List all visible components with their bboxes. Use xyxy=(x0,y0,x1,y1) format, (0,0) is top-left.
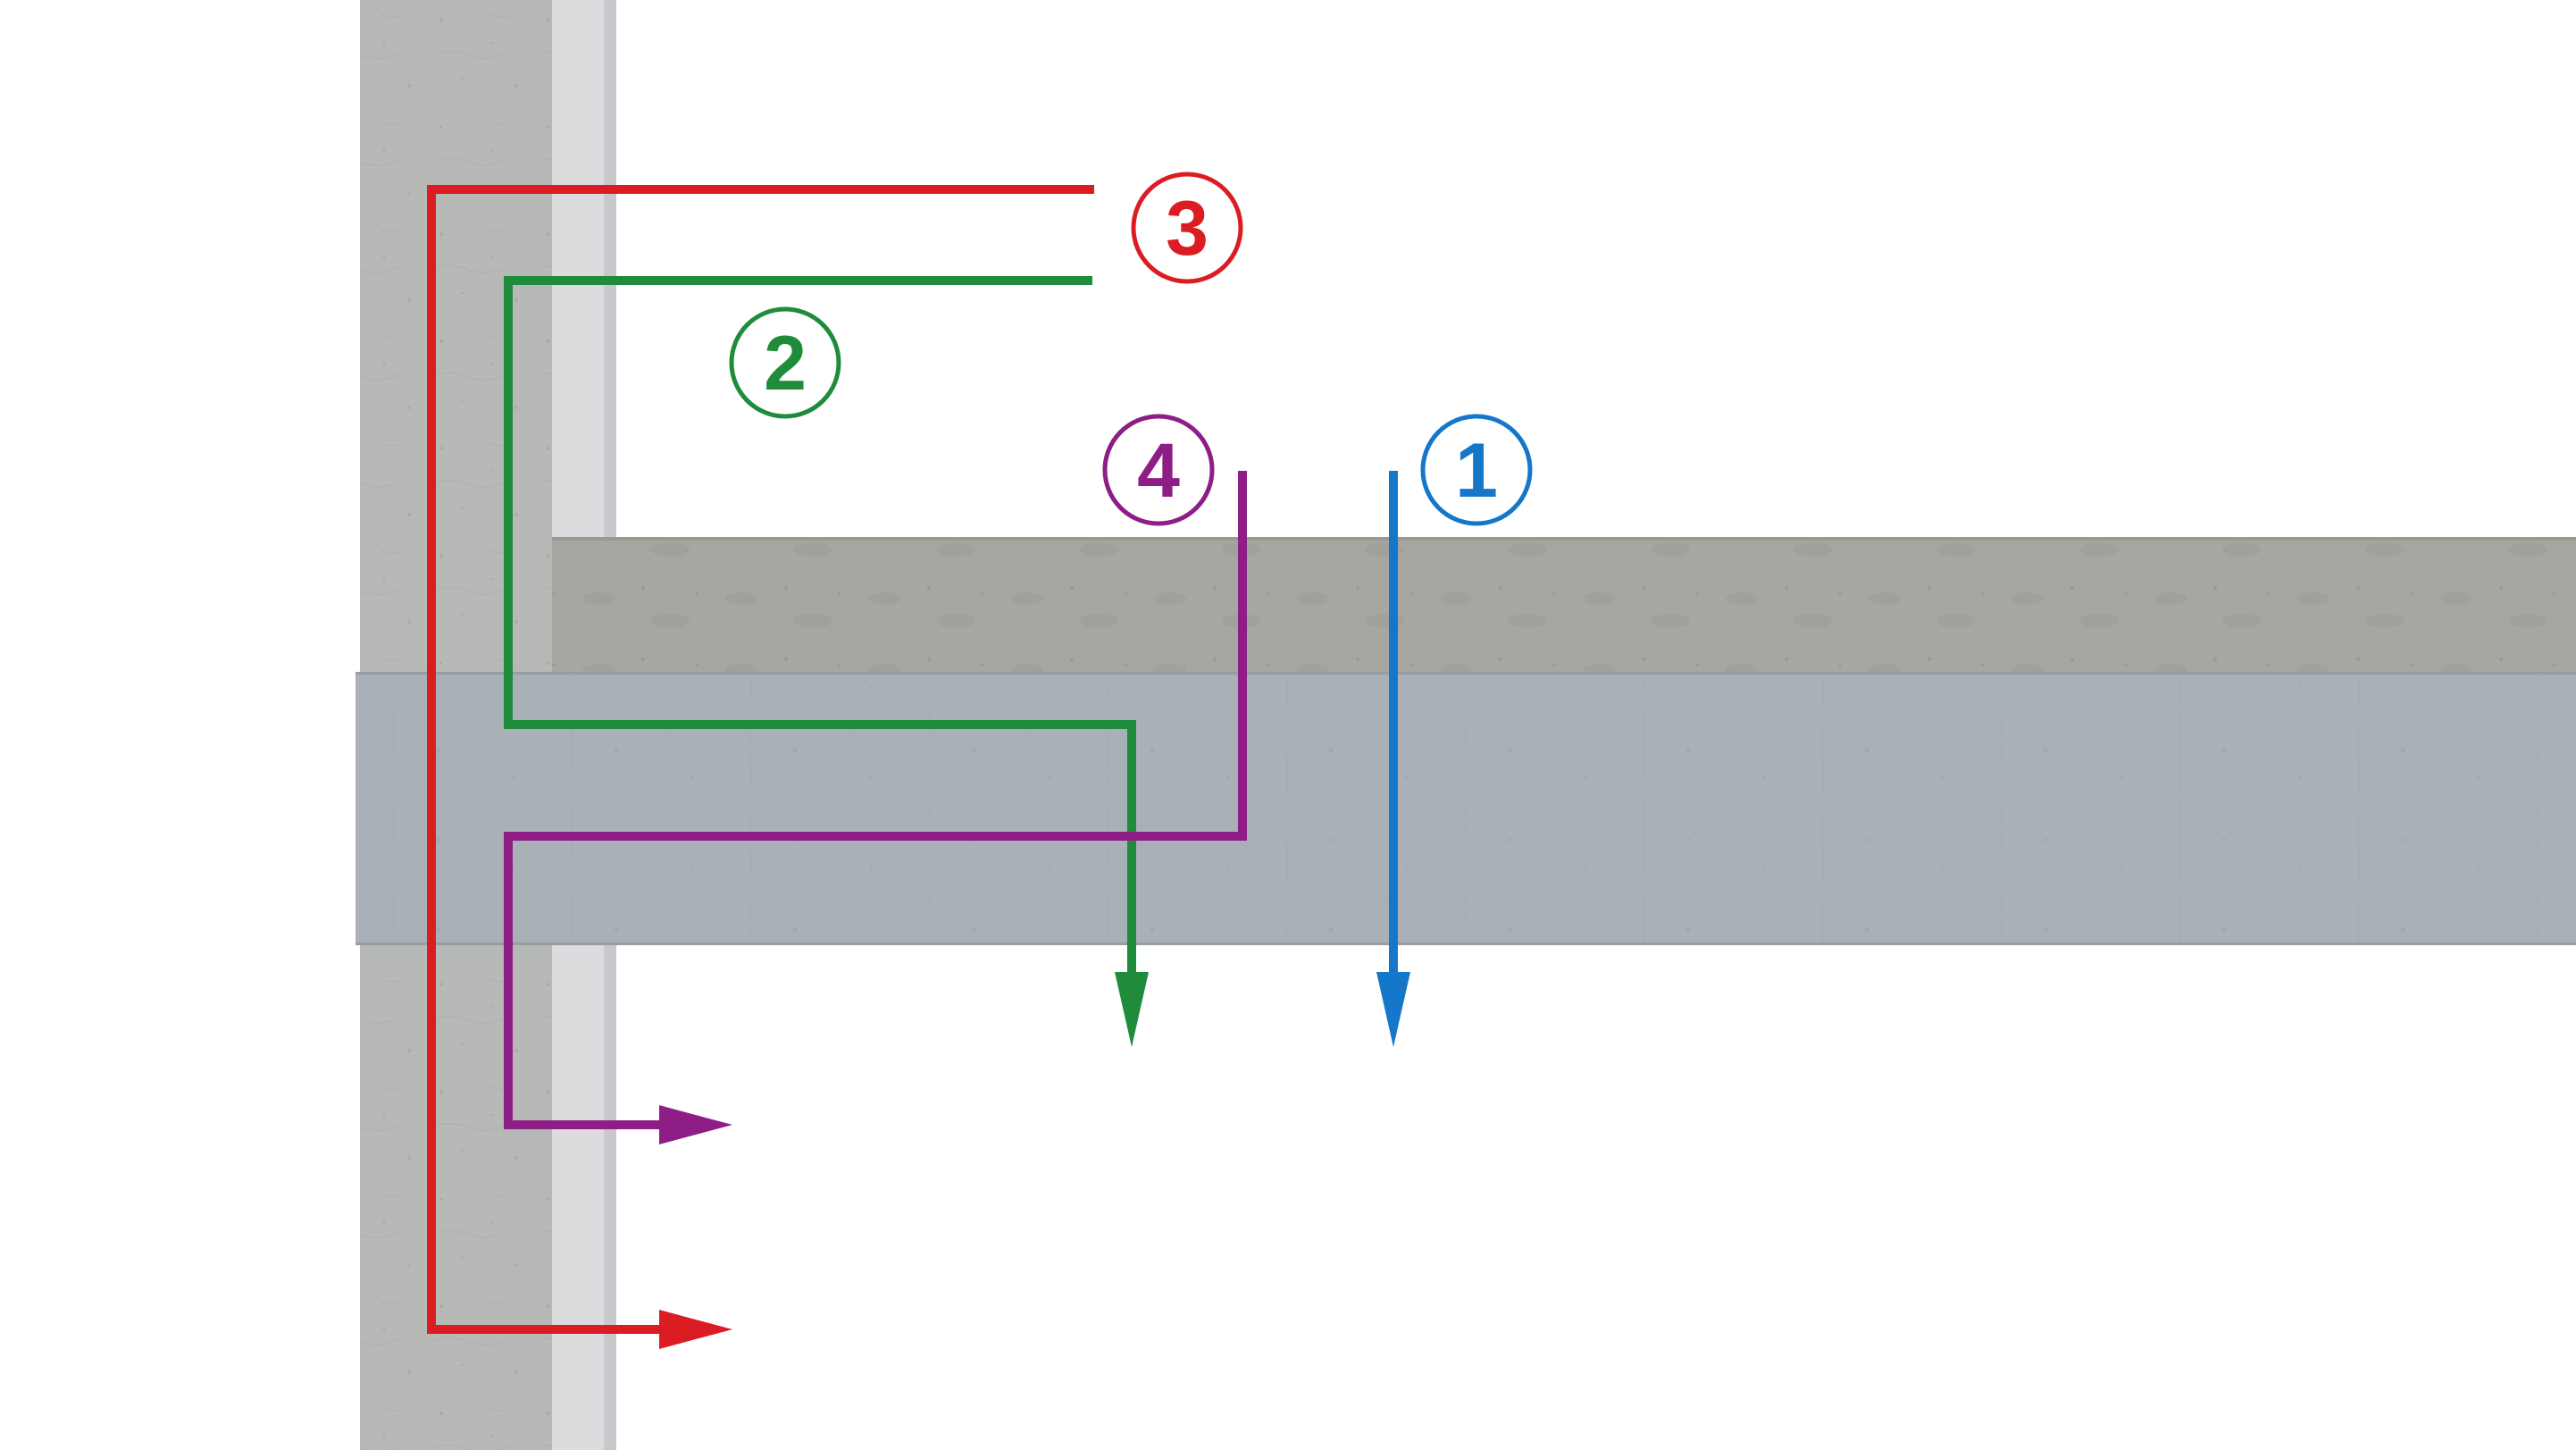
concrete-slab xyxy=(355,672,2576,945)
path-label-4: 4 xyxy=(1102,414,1215,526)
label-number: 3 xyxy=(1166,186,1209,272)
path-label-1: 1 xyxy=(1420,414,1533,526)
path-line-2 xyxy=(504,276,1136,999)
arrow-down-icon xyxy=(1115,972,1149,1047)
transmission-paths xyxy=(427,185,1410,1349)
path-label-3: 3 xyxy=(1131,172,1243,284)
path-line-4 xyxy=(504,471,1247,1129)
path-label-2: 2 xyxy=(729,306,841,419)
transmission-path-3 xyxy=(427,185,1094,1349)
path-line-3 xyxy=(427,185,1094,1334)
floating-screed xyxy=(552,537,2576,672)
label-circle xyxy=(1420,414,1533,526)
label-circle xyxy=(729,306,841,419)
path-number-labels: 1 2 3 4 xyxy=(729,172,1533,526)
transmission-path-2 xyxy=(504,276,1149,1047)
label-number: 1 xyxy=(1455,428,1498,514)
transmission-path-1 xyxy=(1376,471,1410,1047)
label-circle xyxy=(1131,172,1243,284)
arrow-right-icon xyxy=(659,1105,732,1144)
arrow-down-icon xyxy=(1376,972,1410,1047)
label-number: 2 xyxy=(764,321,807,407)
arrow-right-icon xyxy=(659,1310,732,1349)
transmission-path-4 xyxy=(504,471,1247,1144)
label-number: 4 xyxy=(1137,428,1180,514)
building-structure xyxy=(355,0,2576,1450)
label-circle xyxy=(1102,414,1215,526)
